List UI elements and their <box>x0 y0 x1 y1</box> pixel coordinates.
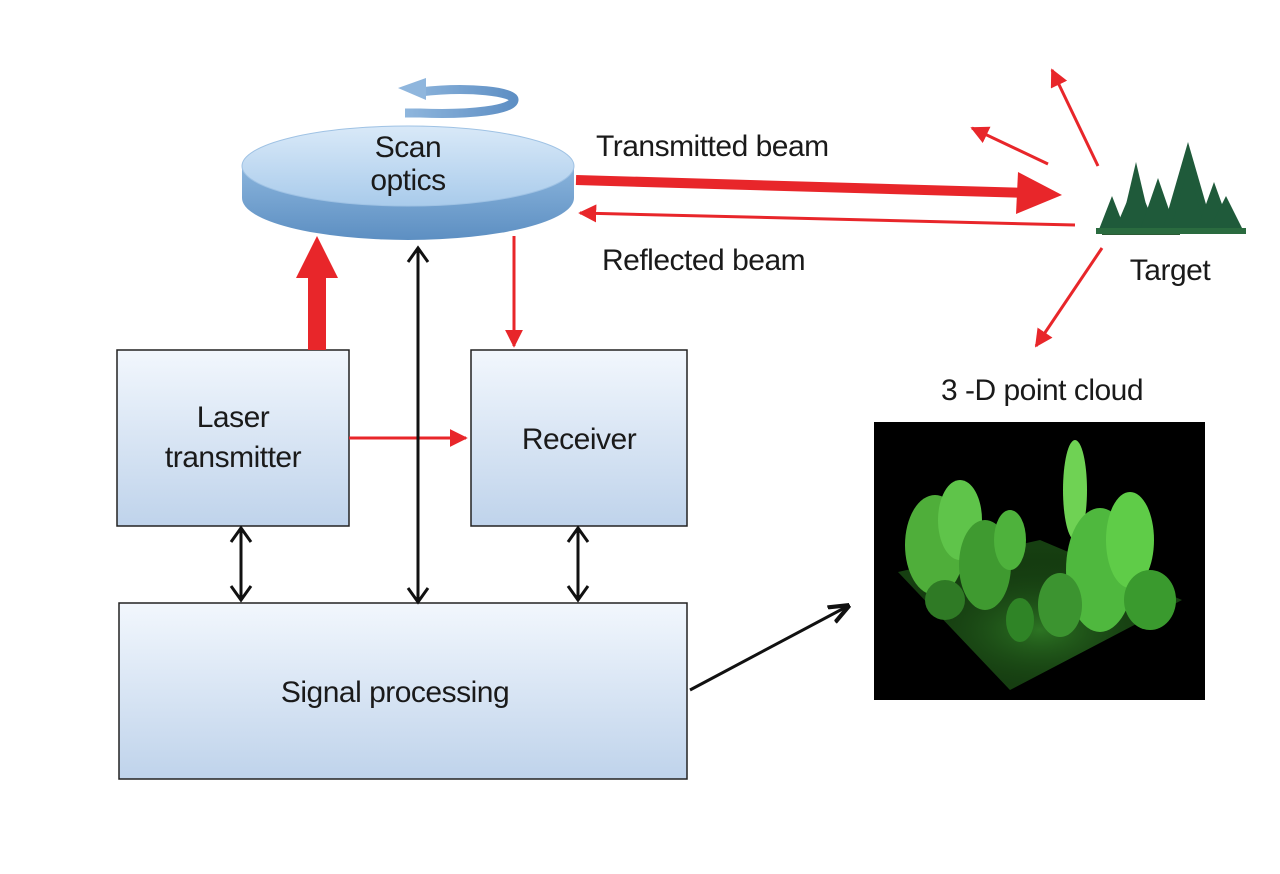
receiver-box: Receiver <box>470 349 688 527</box>
signal-to-pointcloud-arrow <box>689 606 848 692</box>
laser-transmitter-label-line1: Laser <box>197 401 270 434</box>
scan-optics-label-line1: Scan <box>375 131 441 164</box>
laser-transmitter-label-line2: transmitter <box>165 441 302 474</box>
scan-optics-label-line2: optics <box>370 164 445 197</box>
reflected-beam-label: Reflected beam <box>602 244 805 277</box>
optics-signal-double-arrow <box>406 245 430 605</box>
target-trees-icon <box>1096 142 1246 235</box>
target-label: Target <box>1130 254 1212 287</box>
rotation-arrow-icon <box>398 78 519 118</box>
signal-processing-label: Signal processing <box>281 676 509 709</box>
receiver-label: Receiver <box>522 423 637 456</box>
laser-transmitter-box: Laser transmitter <box>116 349 350 527</box>
scan-optics-lens: Scan optics <box>241 125 575 240</box>
transmitted-beam-arrow <box>575 172 1062 214</box>
transmitted-beam-label: Transmitted beam <box>596 130 829 163</box>
point-cloud-image <box>874 422 1205 700</box>
point-cloud-label: 3 -D point cloud <box>941 374 1143 407</box>
laser-to-optics-arrow <box>296 236 338 350</box>
point-cloud-trees <box>905 440 1176 642</box>
reflected-beam-arrow <box>578 204 1076 227</box>
scatter-rays <box>970 68 1104 348</box>
receiver-signal-double-arrow <box>566 525 590 603</box>
signal-processing-box: Signal processing <box>118 602 688 780</box>
laser-signal-double-arrow <box>229 525 253 603</box>
